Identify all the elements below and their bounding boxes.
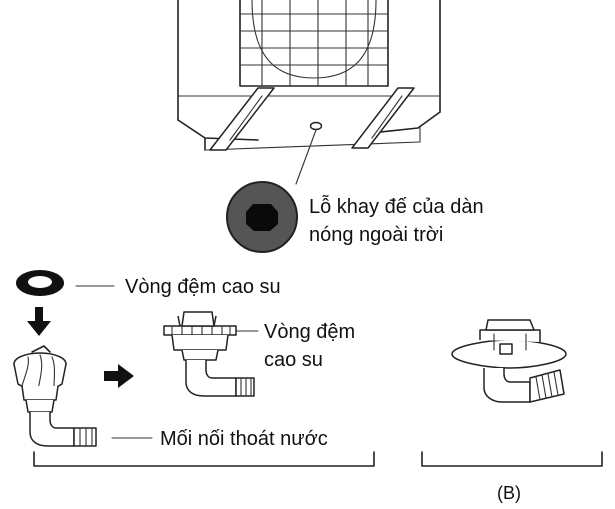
- arrow-down-icon: [27, 307, 51, 336]
- group-a-bracket: [33, 451, 375, 467]
- rubber-gasket-top-label: Vòng đệm cao su: [125, 276, 281, 298]
- rubber-gasket-side-label-line2: cao su: [264, 349, 323, 371]
- right-mounting-foot: [351, 87, 415, 149]
- arrow-right-icon: [104, 364, 134, 388]
- base-hole-label-line2: nóng ngoài trời: [309, 224, 443, 246]
- left-mounting-foot: [209, 87, 275, 151]
- hole-leader-line: [295, 129, 317, 185]
- drain-joint-label: Mối nối thoát nước: [160, 428, 328, 450]
- drain-joint-icon: [13, 345, 97, 447]
- drain-joint-variant-b-icon: [451, 319, 567, 403]
- tray-drain-hole: [309, 121, 323, 131]
- rubber-gasket-icon: [16, 270, 64, 296]
- magnified-hole-icon: [226, 181, 298, 253]
- base-hole-label-line1: Lỗ khay đế của dàn: [309, 195, 484, 218]
- rubber-gasket-side-label-line1: Vòng đệm: [264, 321, 355, 343]
- variant-b-label: (B): [497, 483, 521, 503]
- group-b-bracket: [421, 451, 603, 467]
- outdoor-unit-illustration: [177, 0, 441, 185]
- assembled-drain-joint-icon: [163, 311, 255, 397]
- fan-grille: [239, 0, 389, 87]
